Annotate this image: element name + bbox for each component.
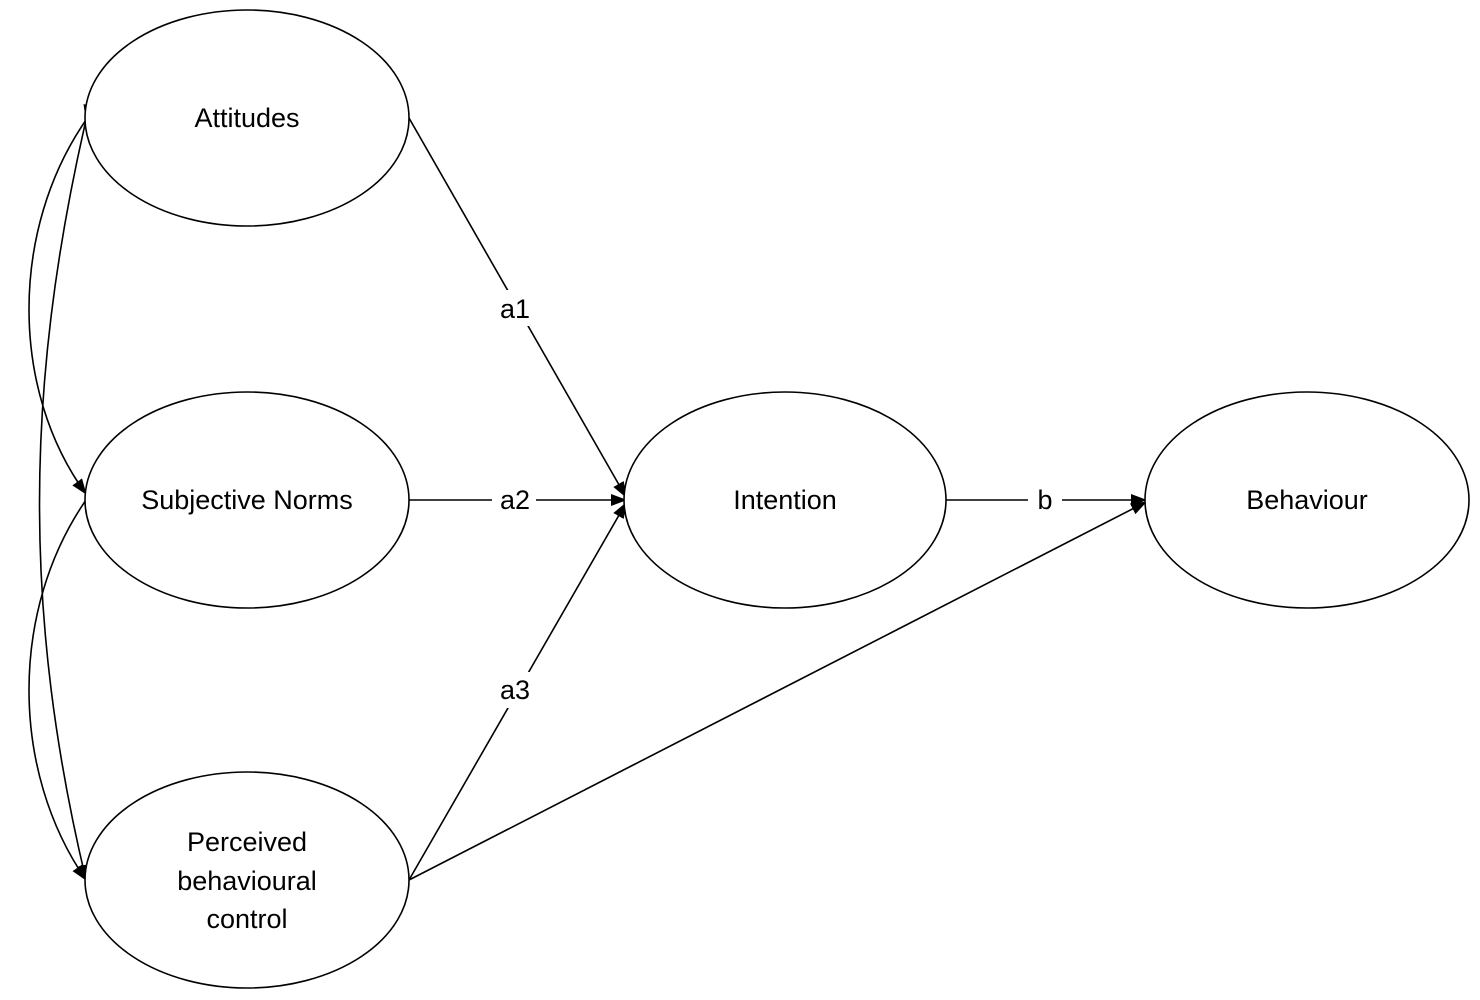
edge-label-a3: a3 — [500, 675, 530, 705]
covariance-attitudes-norms — [28, 104, 100, 495]
node-subjective-norms: Subjective Norms — [84, 391, 410, 609]
node-label-intention: Intention — [733, 485, 837, 515]
edge-label-bg-a1 — [492, 290, 536, 326]
node-perceived-behavioural-control: Perceived behavioural control — [84, 771, 410, 989]
node-behaviour: Behaviour — [1144, 391, 1470, 609]
edge-label-b: b — [1037, 485, 1052, 515]
node-label-attitudes: Attitudes — [194, 103, 299, 133]
node-label-behaviour: Behaviour — [1246, 485, 1368, 515]
edge-label-bg-b — [1028, 482, 1062, 518]
node-intention: Intention — [623, 391, 947, 609]
node-label-pbc-line-2: behavioural — [177, 866, 317, 896]
node-attitudes: Attitudes — [84, 9, 410, 227]
edge-label-a1: a1 — [500, 294, 530, 324]
edge-label-bg-a3 — [492, 672, 536, 708]
edge-pbc-behaviour — [408, 501, 1147, 881]
covariance-norms-pbc — [28, 484, 100, 881]
edge-label-a2: a2 — [500, 485, 530, 515]
covariance-attitudes-pbc — [38, 104, 96, 881]
edge-label-bg-a2 — [492, 482, 536, 518]
node-label-subjective-norms: Subjective Norms — [141, 485, 353, 515]
node-label-pbc-line-3: control — [206, 904, 287, 934]
node-label-pbc-line-1: Perceived — [187, 827, 307, 857]
